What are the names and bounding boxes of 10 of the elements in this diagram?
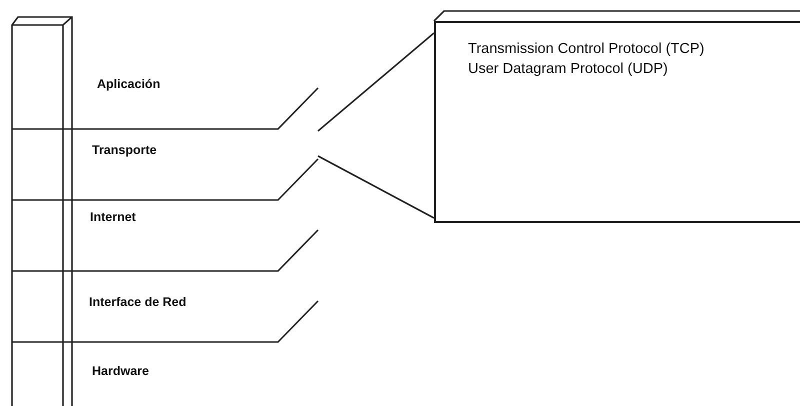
layer-name: Transporte — [92, 143, 157, 157]
layer-name: Interface de Red — [89, 295, 186, 309]
callout-line — [318, 155, 434, 219]
callout-line — [317, 32, 435, 132]
layer-name: Aplicación — [97, 77, 160, 91]
protocol-name: User Datagram Protocol (UDP) — [468, 60, 669, 79]
layer-name: Internet — [90, 210, 136, 224]
layer-name: Hardware — [92, 364, 149, 378]
protocol-detail-box — [434, 21, 800, 223]
protocol-name: Transmission Control Protocol (TCP) — [468, 40, 706, 59]
